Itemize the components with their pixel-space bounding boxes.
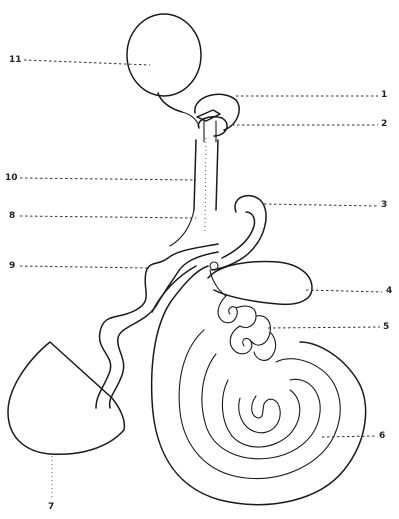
label-1: 1 xyxy=(381,90,387,100)
structure-7-cup xyxy=(8,342,124,500)
structure-11-round-sac xyxy=(127,14,201,112)
label-10: 10 xyxy=(5,173,18,183)
leader-lines xyxy=(20,60,382,437)
label-2: 2 xyxy=(381,119,387,129)
label-3: 3 xyxy=(381,200,387,210)
label-9: 9 xyxy=(9,261,15,271)
label-11: 11 xyxy=(9,55,22,65)
label-6: 6 xyxy=(379,431,385,441)
label-7: 7 xyxy=(48,502,54,512)
structure-9-wavy-tube xyxy=(96,244,218,408)
structure-5-coils xyxy=(218,296,276,360)
label-5: 5 xyxy=(383,322,389,332)
structure-10-8-duct xyxy=(170,138,218,246)
structure-3-hook xyxy=(212,196,266,270)
structure-1-2-head xyxy=(182,94,239,142)
label-4: 4 xyxy=(386,286,392,296)
label-8: 8 xyxy=(9,211,15,221)
